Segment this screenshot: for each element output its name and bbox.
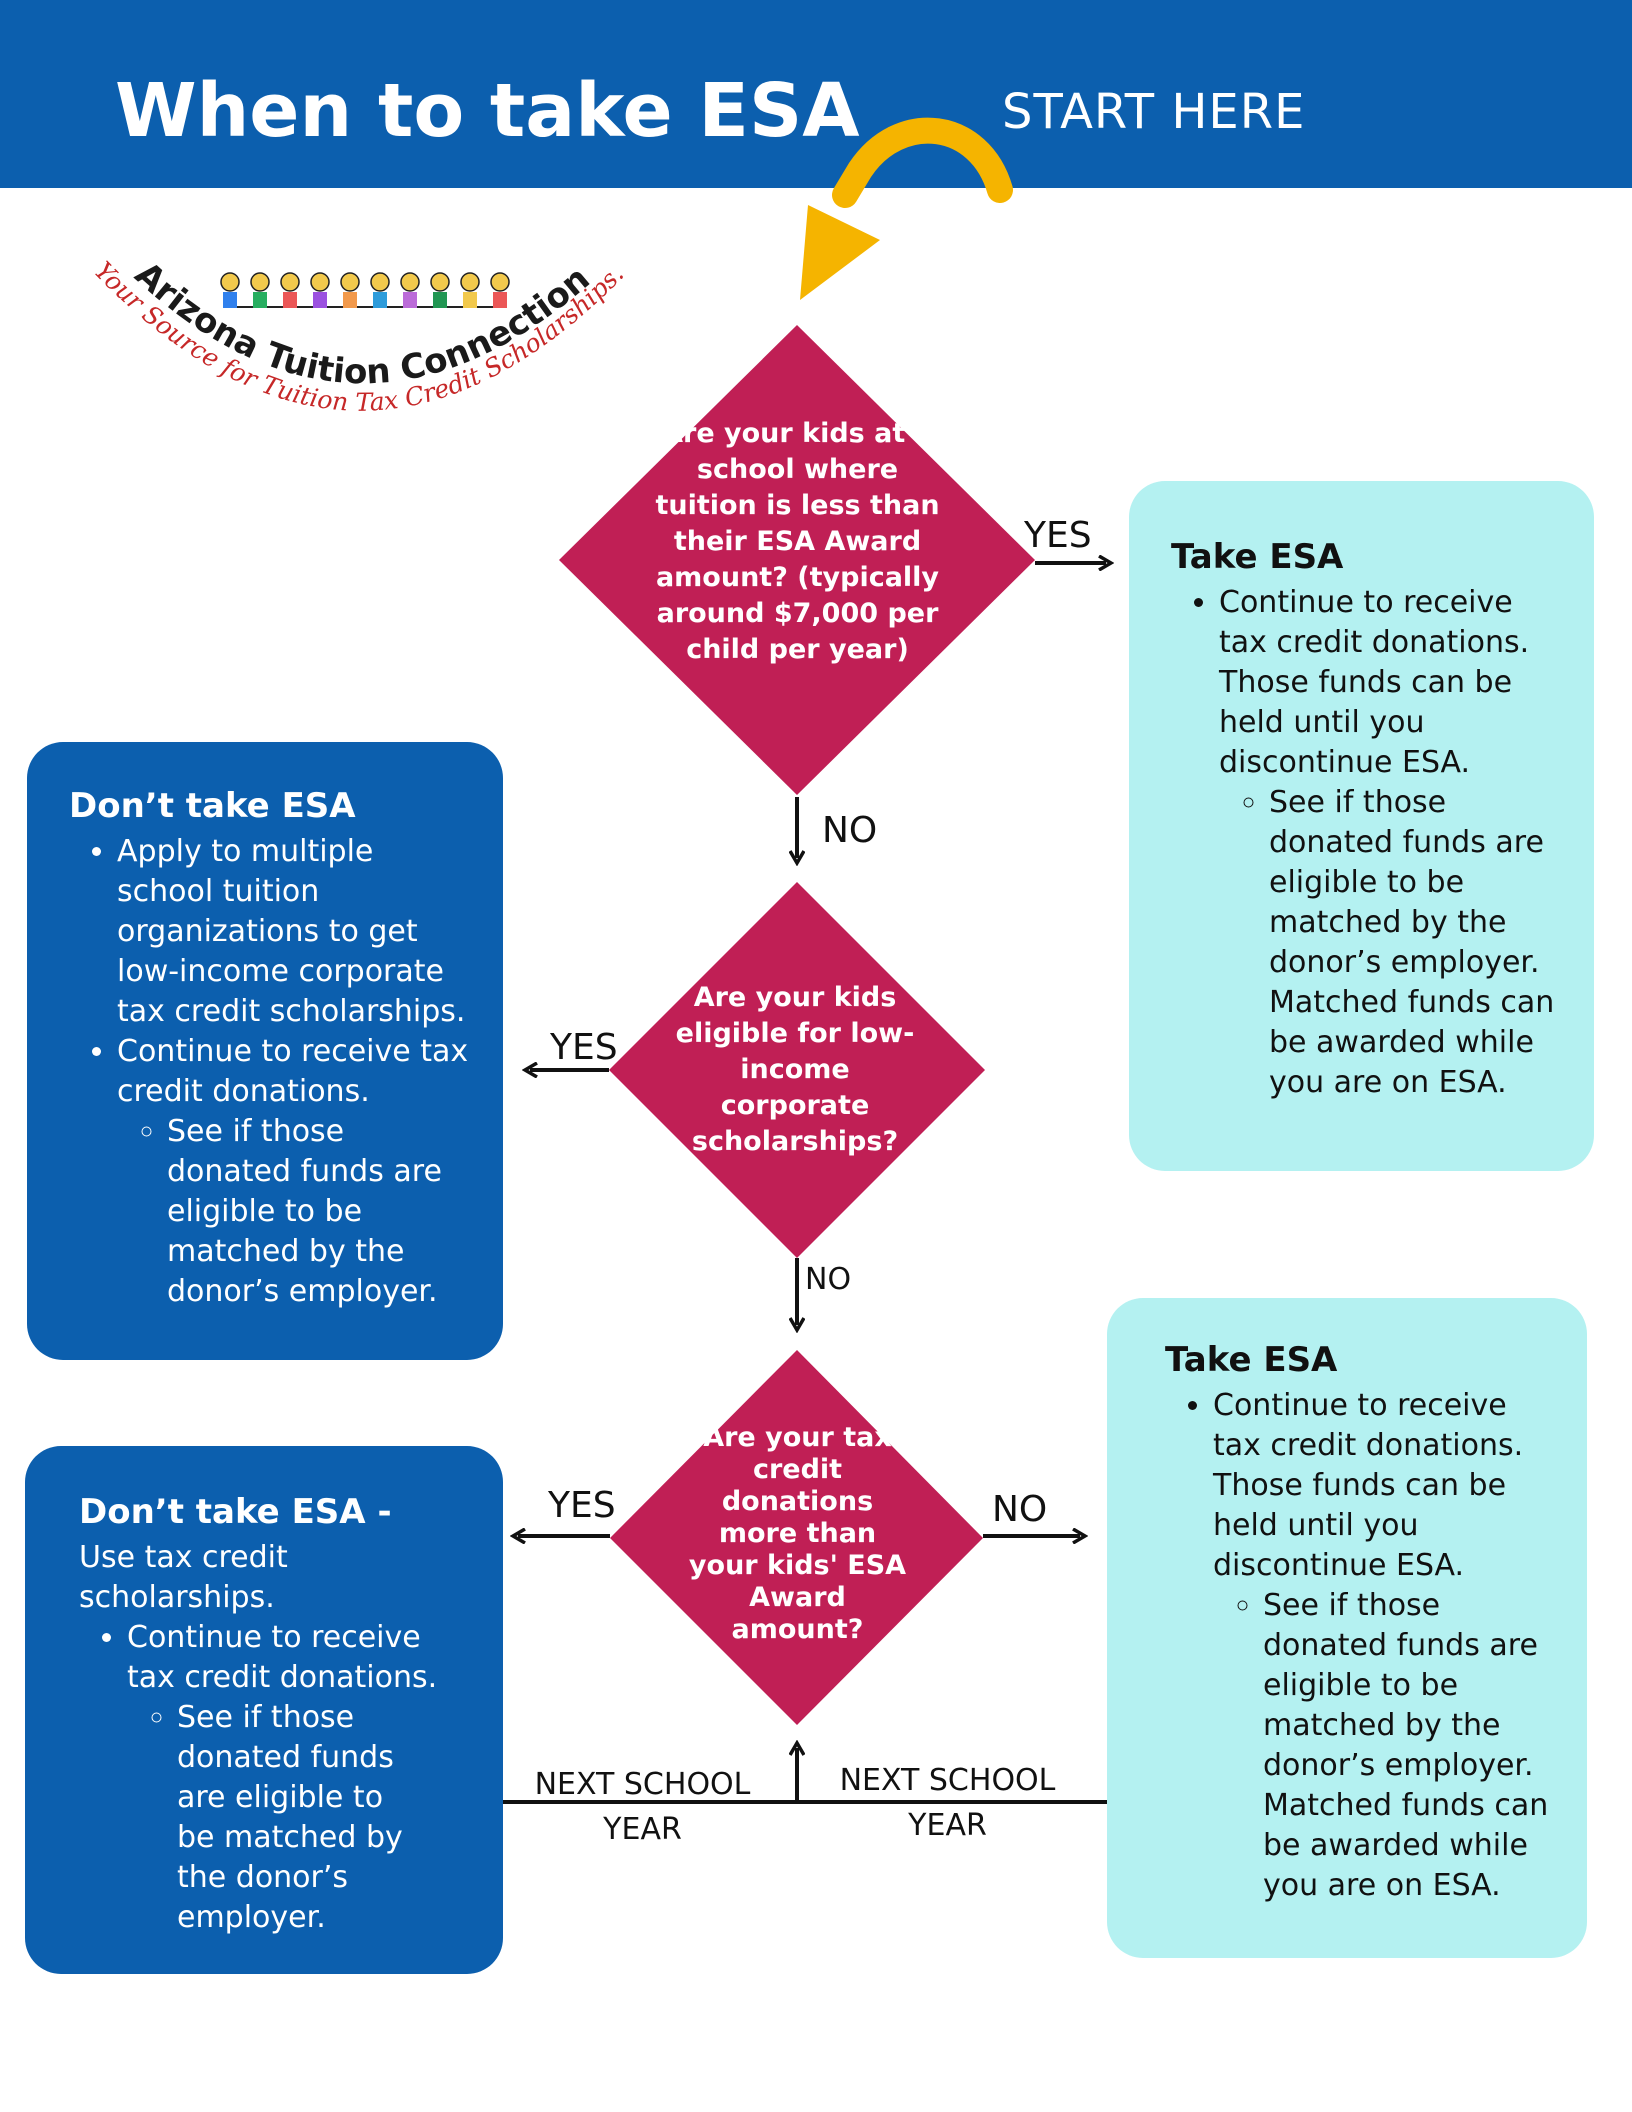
decision-diamond-low-income: [609, 882, 985, 1258]
sub-bullet-list: See if those donated funds are eligible …: [1219, 783, 1564, 1103]
sub-bullet-item: See if those donated funds are eligible …: [177, 1698, 405, 1938]
start-here-label: START HERE: [1002, 84, 1306, 140]
box-title: Don’t take ESA -: [79, 1492, 392, 1532]
box-title: Take ESA: [1171, 537, 1344, 577]
sub-bullet-item: See if those donated funds are eligible …: [167, 1112, 475, 1312]
box-title: Don’t take ESA: [69, 786, 356, 826]
bullet-text: Continue to receive tax credit donations…: [117, 1034, 469, 1109]
label-d2-no: NO: [805, 1262, 852, 1297]
bullet-list: Continue to receive tax credit donations…: [79, 1618, 475, 1938]
bullet-item: Apply to multiple school tuition organiz…: [117, 832, 475, 1032]
kids-figures-icon: [220, 272, 510, 308]
label-next-year-right: NEXT SCHOOL YEAR: [839, 1763, 1056, 1843]
bullet-item: Continue to receive tax credit donations…: [127, 1618, 475, 1938]
outcome-box-dont-take-esa-top: Don’t take ESA Apply to multiple school …: [27, 742, 503, 1360]
bullet-item: Continue to receive tax credit donations…: [1219, 583, 1564, 1103]
box-title: Take ESA: [1165, 1340, 1338, 1380]
outcome-box-dont-take-esa-bottom: Don’t take ESA - Use tax credit scholars…: [25, 1446, 503, 1974]
page-title: When to take ESA: [115, 68, 860, 154]
sub-bullet-list: See if those donated funds are eligible …: [117, 1112, 475, 1312]
label-next-year-left: NEXT SCHOOL YEAR: [534, 1767, 751, 1847]
bullet-list: Continue to receive tax credit donations…: [1165, 1386, 1559, 1906]
bullet-list: Apply to multiple school tuition organiz…: [69, 832, 475, 1312]
bullet-text: Continue to receive tax credit donations…: [1219, 585, 1530, 780]
label-d2-yes: YES: [550, 1027, 618, 1068]
decision-diamond-donations: [610, 1350, 983, 1725]
outcome-box-take-esa-bottom: Take ESA Continue to receive tax credit …: [1107, 1298, 1587, 1958]
decision-text-low-income: Are your kids eligible for low-income co…: [675, 982, 915, 1157]
bullet-item: Continue to receive tax credit donations…: [117, 1032, 475, 1312]
bullet-text: Continue to receive tax credit donations…: [127, 1620, 438, 1695]
start-arrow-icon: [800, 117, 1013, 300]
sub-bullet-item: See if those donated funds are eligible …: [1269, 783, 1564, 1103]
decision-text-school-tuition: Are your kids at a school where tuition …: [655, 418, 940, 665]
bullet-text: Continue to receive tax credit donations…: [1213, 1388, 1524, 1583]
bullet-item: Continue to receive tax credit donations…: [1213, 1386, 1559, 1906]
decision-text-donations: Are your tax credit donations more than …: [688, 1422, 907, 1645]
label-d3-yes: YES: [548, 1485, 616, 1526]
arizona-tuition-connection-logo: Your Source for Tuition Tax Credit Schol…: [89, 254, 630, 417]
sub-bullet-list: See if those donated funds are eligible …: [127, 1698, 475, 1938]
sub-bullet-list: See if those donated funds are eligible …: [1213, 1586, 1559, 1906]
bullet-list: Continue to receive tax credit donations…: [1171, 583, 1564, 1103]
decision-diamond-school-tuition: [559, 325, 1035, 795]
box-intro-text: Use tax credit scholarships.: [79, 1540, 288, 1615]
header-bar: [0, 0, 1632, 188]
label-d1-yes: YES: [1024, 515, 1092, 556]
label-d1-no: NO: [822, 810, 878, 851]
label-d3-no: NO: [992, 1489, 1048, 1530]
outcome-box-take-esa-top: Take ESA Continue to receive tax credit …: [1129, 481, 1594, 1171]
sub-bullet-item: See if those donated funds are eligible …: [1263, 1586, 1559, 1906]
